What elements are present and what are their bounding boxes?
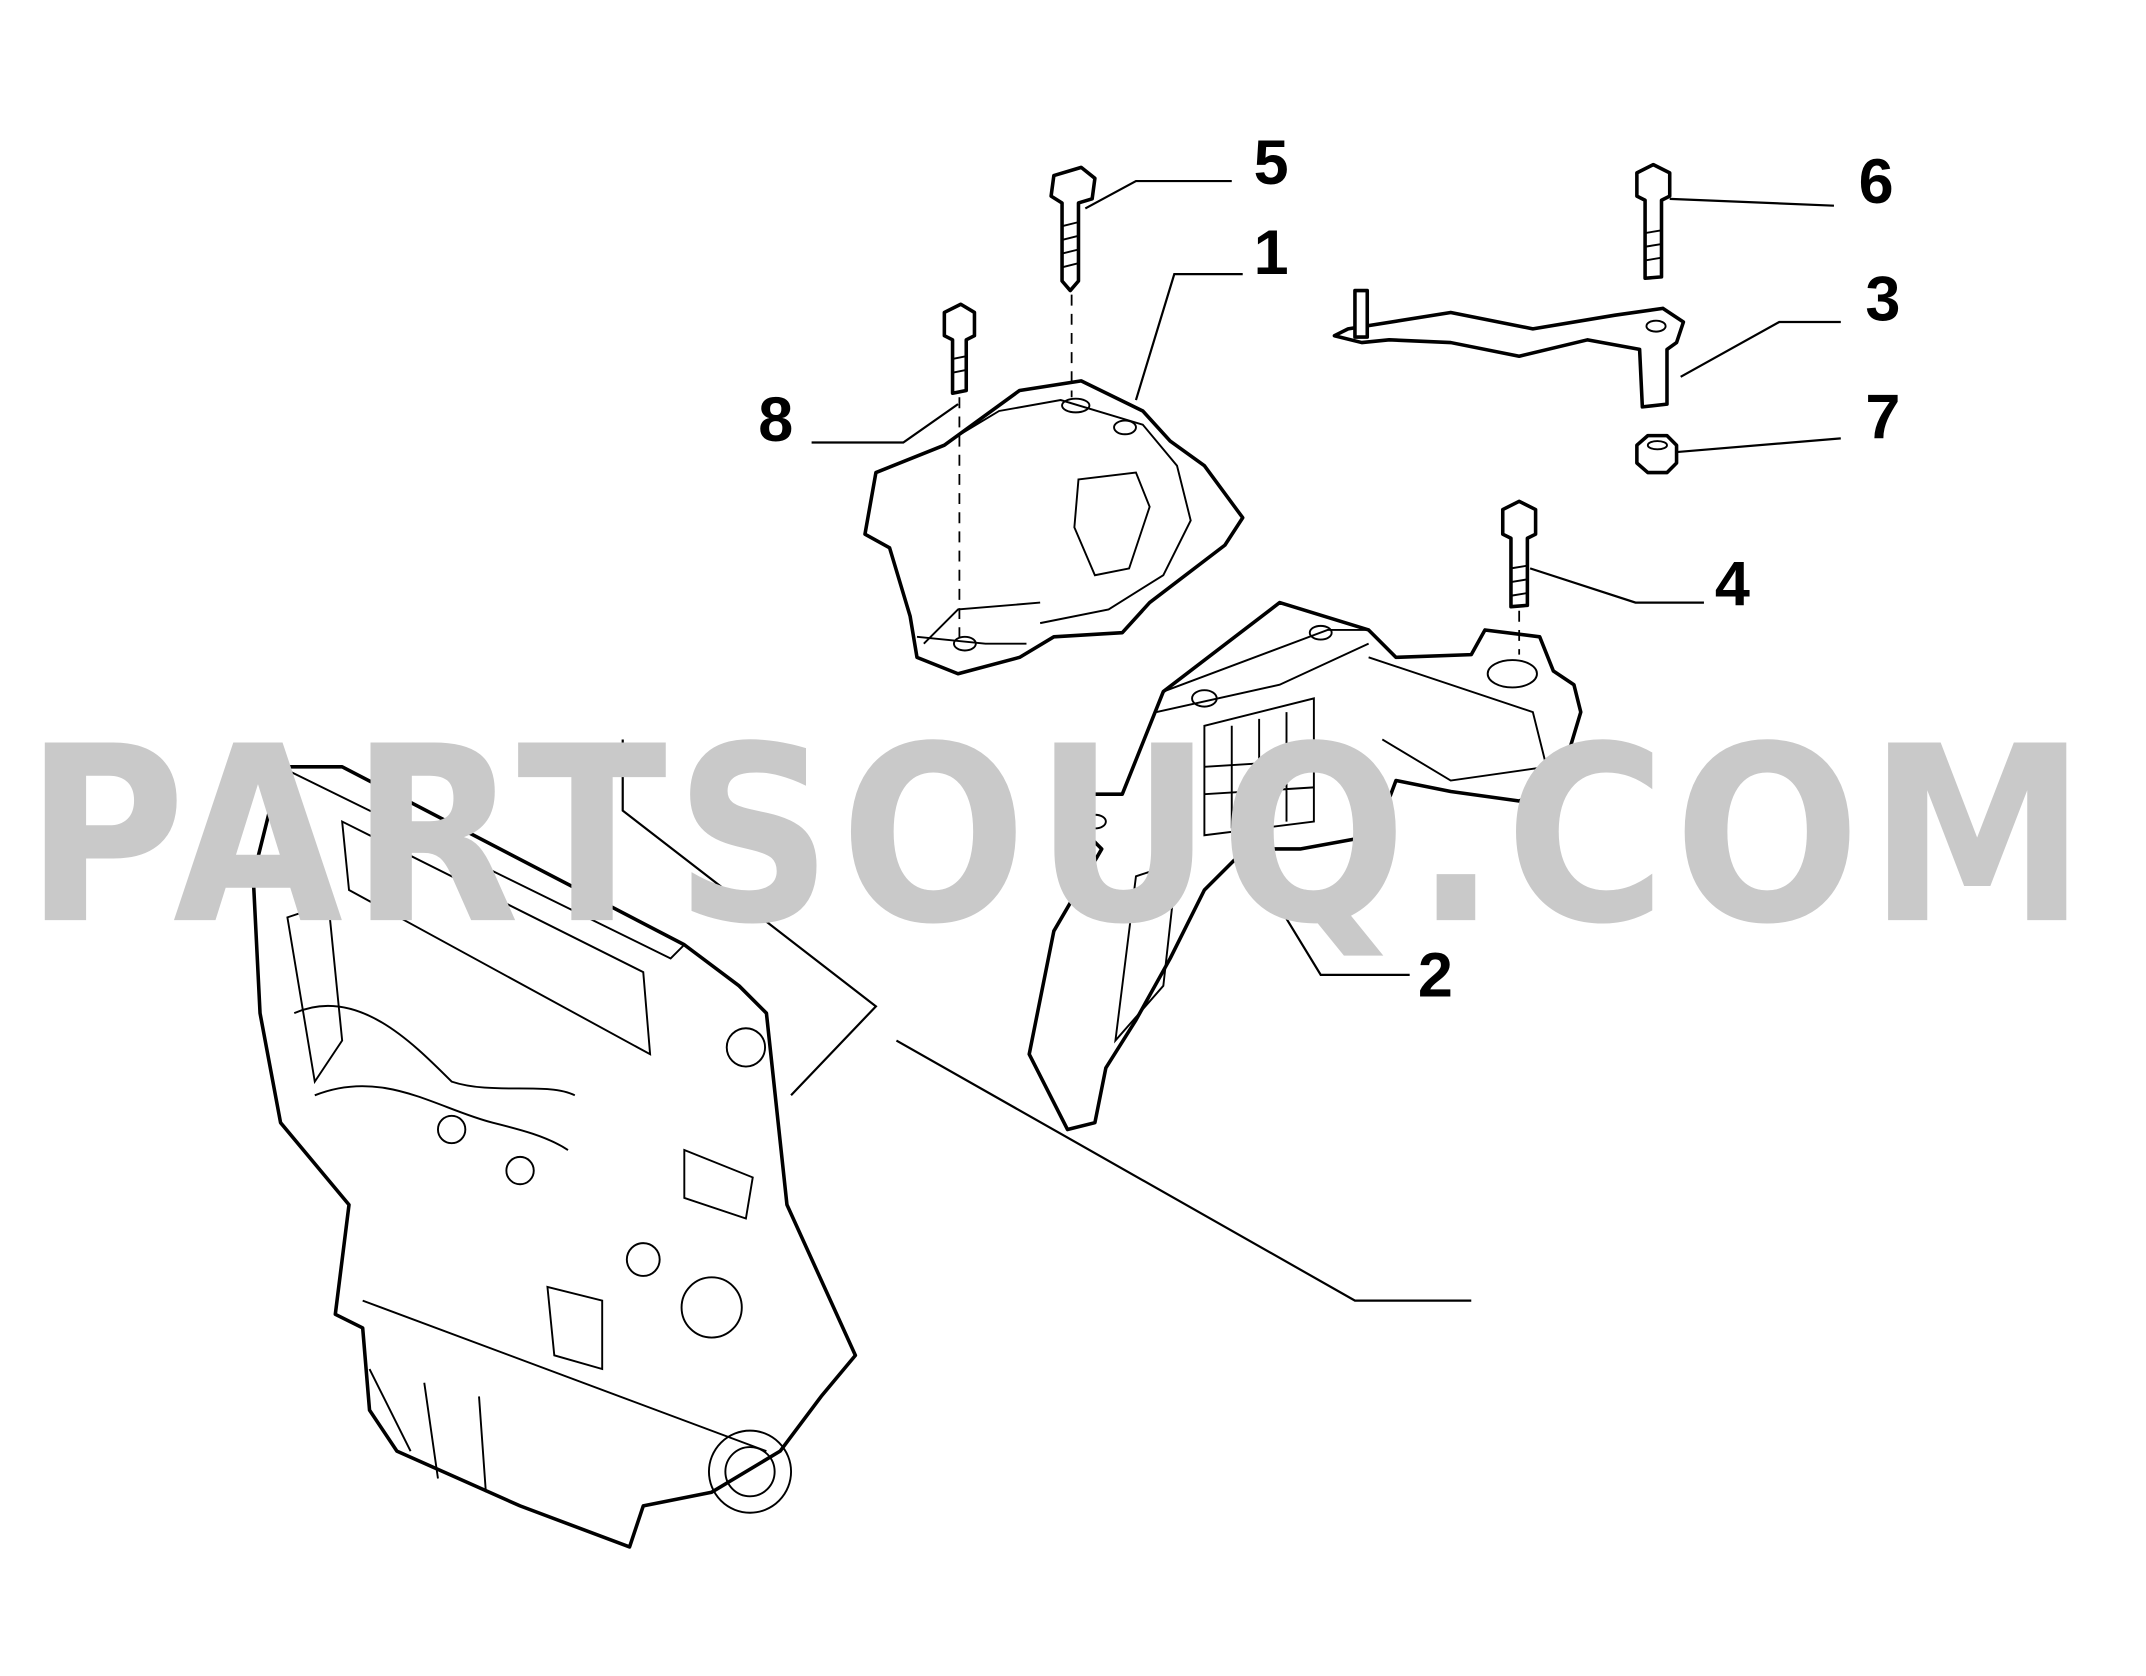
callout-8[interactable]: 8	[758, 385, 793, 455]
callout-1[interactable]: 1	[1254, 218, 1289, 288]
engine-block[interactable]	[251, 765, 858, 1549]
part-7-nut[interactable]	[1635, 433, 1679, 475]
callout-5[interactable]: 5	[1254, 128, 1289, 198]
callout-7[interactable]: 7	[1865, 382, 1900, 452]
part-8-bolt[interactable]	[942, 302, 977, 644]
leader-lines	[621, 179, 1841, 1302]
watermark: PARTSOUQ.COM	[25, 695, 2094, 978]
part-1-engine-mount[interactable]	[863, 379, 1245, 676]
callout-4[interactable]: 4	[1715, 549, 1750, 619]
part-3-link-arm[interactable]	[1332, 288, 1686, 409]
callout-2[interactable]: 2	[1418, 941, 1453, 1011]
part-4-bolt[interactable]	[1500, 499, 1538, 655]
part-6-bolt[interactable]	[1635, 162, 1672, 281]
part-5-bolt[interactable]	[1049, 165, 1097, 398]
callout-3[interactable]: 3	[1865, 265, 1900, 335]
callout-6[interactable]: 6	[1859, 147, 1894, 217]
part-2-bracket[interactable]	[1027, 600, 1583, 1132]
